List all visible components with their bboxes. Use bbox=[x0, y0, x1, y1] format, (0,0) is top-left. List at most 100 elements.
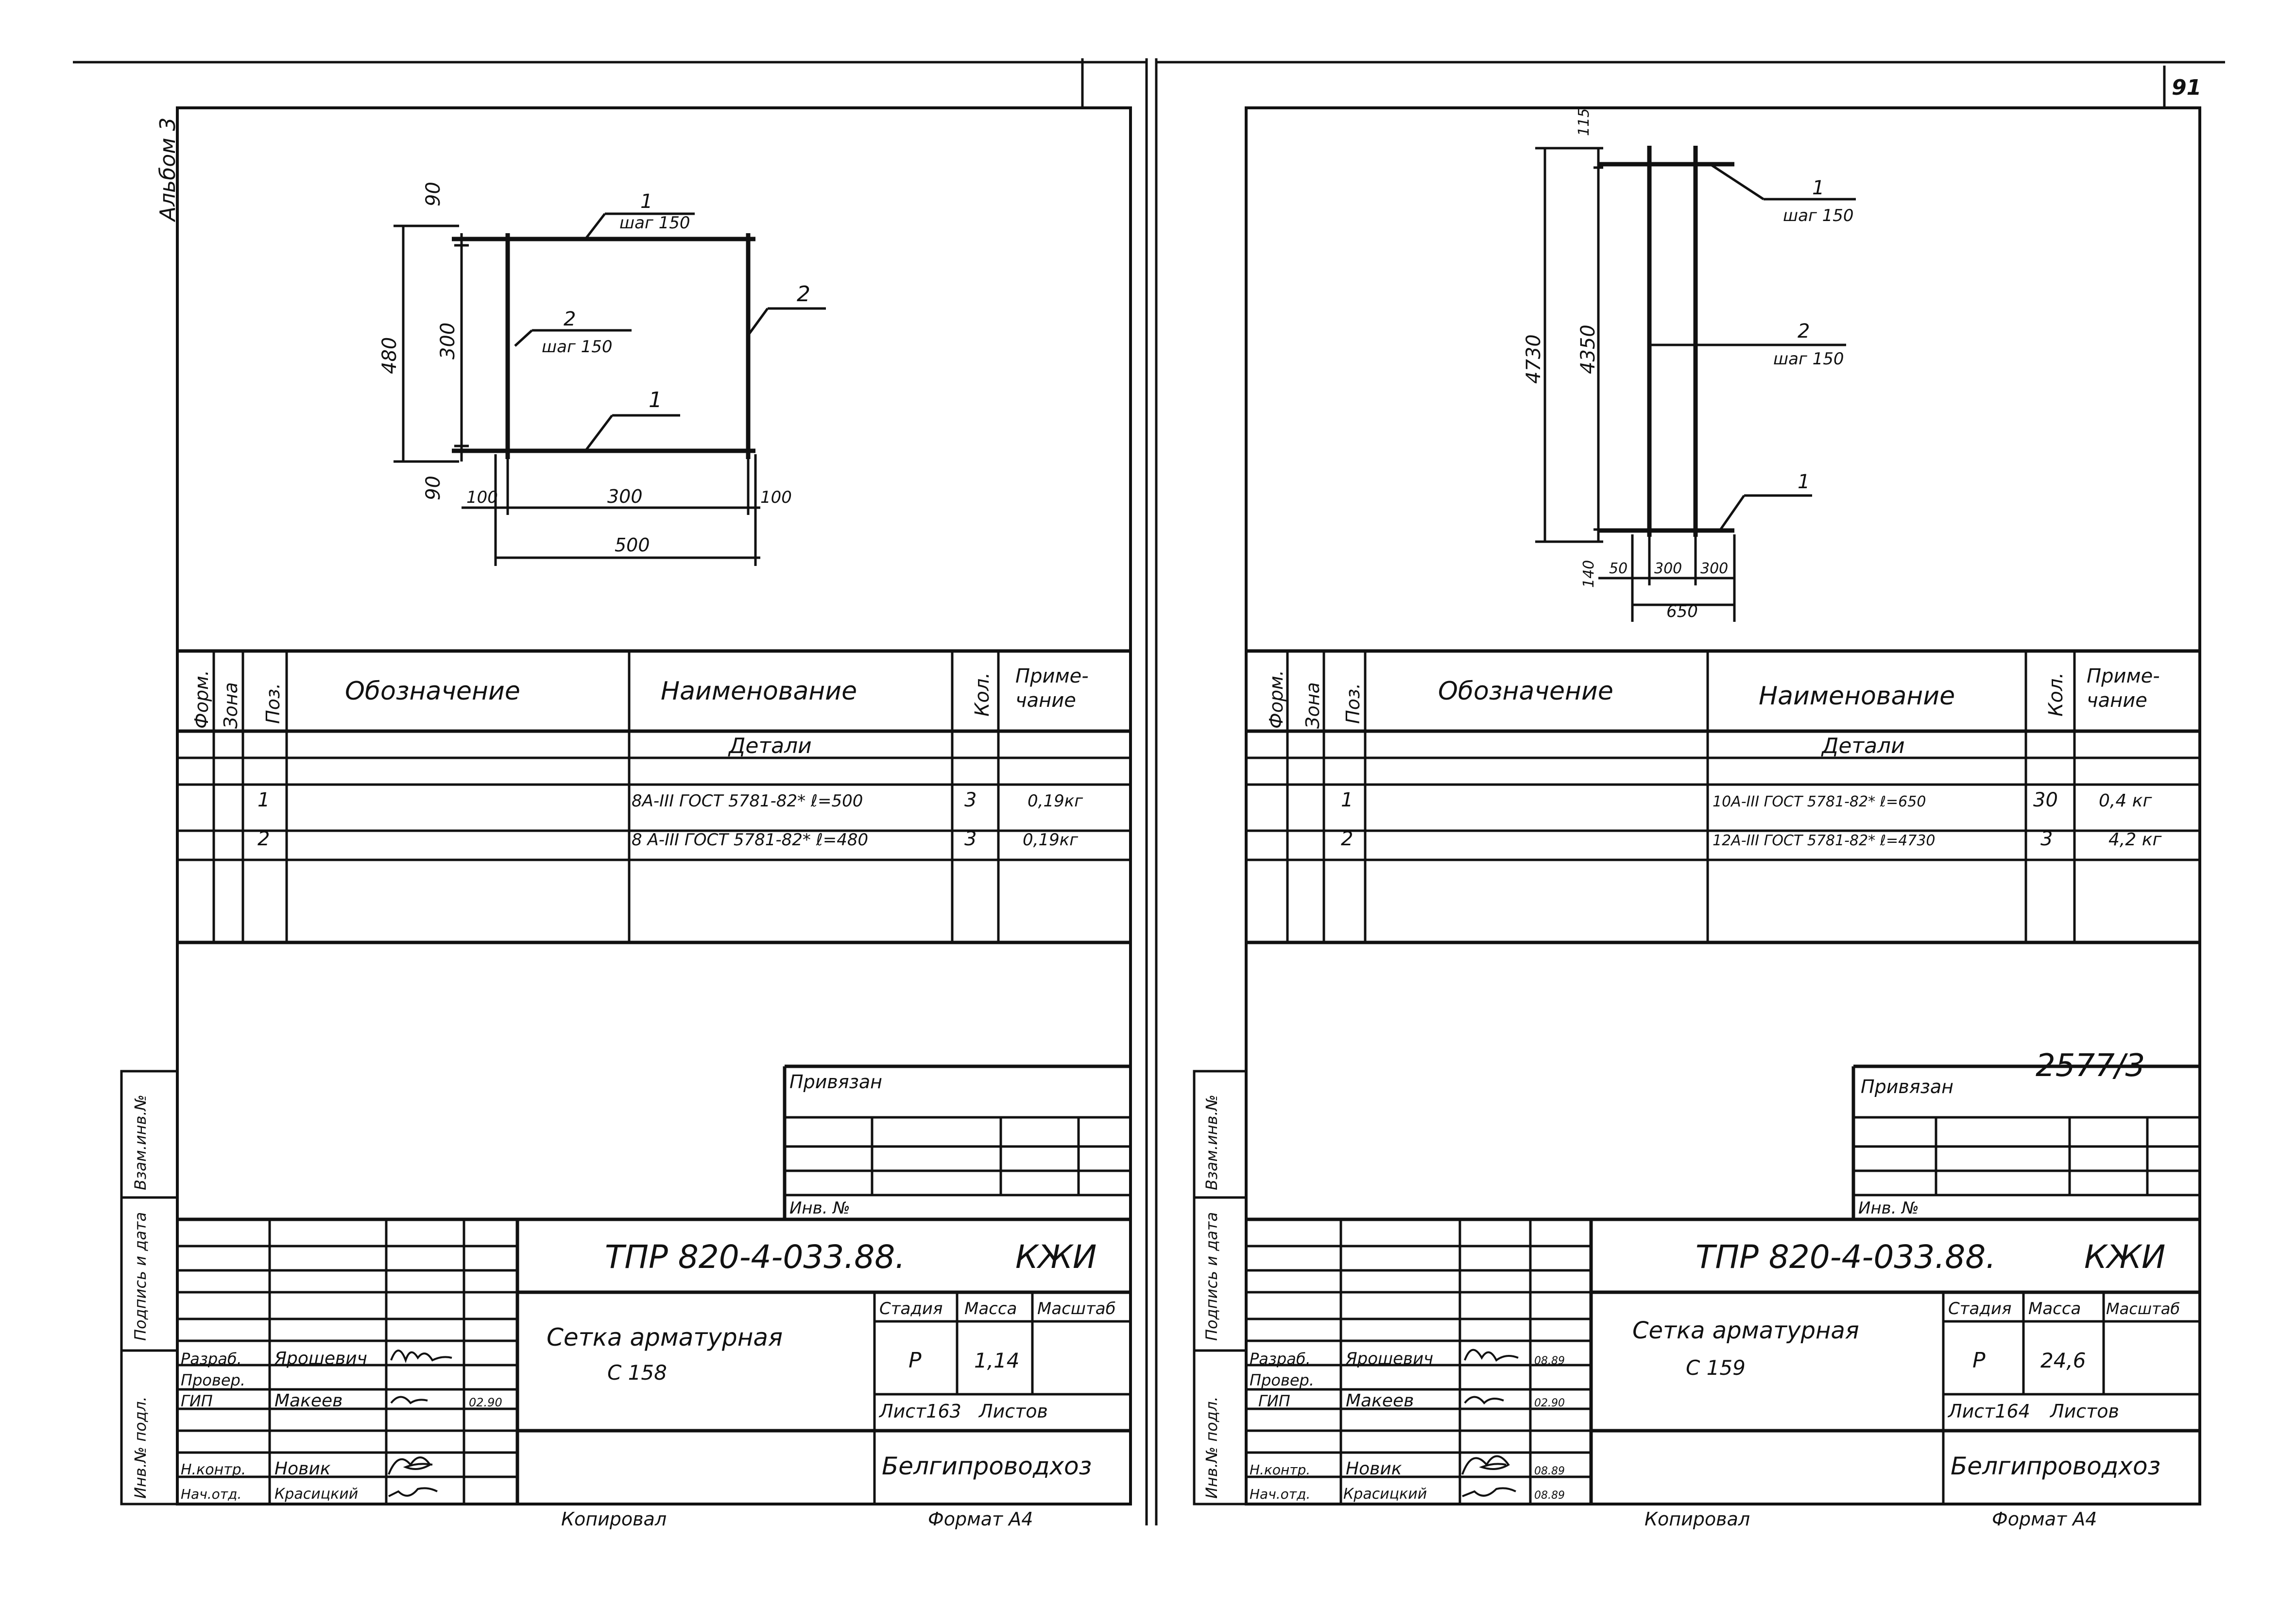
right-spec-h-designation: Обозначение bbox=[1438, 677, 1613, 706]
left-label-listov: Листов bbox=[978, 1401, 1048, 1422]
left-spec-row1-qty: 3 bbox=[964, 789, 977, 811]
right-nach-otd-date: 08.89 bbox=[1534, 1489, 1565, 1502]
left-callout-2: 2 bbox=[564, 308, 576, 330]
left-spec-section: Детали bbox=[728, 734, 812, 758]
right-callout-1-step: шаг 150 bbox=[1783, 206, 1854, 225]
left-sheet: 90 480 300 90 100 300 100 500 1 шаг 150 … bbox=[120, 118, 1131, 1530]
left-dim-bottom: 90 bbox=[422, 476, 445, 500]
right-side-inv-podl: Инв.№ подл. bbox=[1202, 1396, 1221, 1499]
left-callout-1-bottom: 1 bbox=[649, 388, 662, 412]
left-side-inv-podl: Инв.№ подл. bbox=[131, 1396, 150, 1499]
right-spec-row1-name: 10А-III ГОСТ 5781-82* ℓ=650 bbox=[1713, 793, 1926, 810]
right-label-tip: ГИП bbox=[1258, 1392, 1290, 1410]
left-dim-b2: 300 bbox=[607, 486, 643, 507]
right-dim-bottom-vertical: 140 bbox=[1580, 560, 1597, 588]
left-spec-row2-note: 0,19кг bbox=[1023, 830, 1079, 850]
left-spec-row1-note: 0,19кг bbox=[1028, 791, 1083, 811]
left-doc-suffix: КЖИ bbox=[1015, 1238, 1097, 1276]
left-title-block bbox=[120, 1070, 1131, 1505]
right-spec-h-qty: Кол. bbox=[2045, 672, 2067, 717]
right-spec-row2-qty: 3 bbox=[2040, 828, 2053, 850]
left-signatures bbox=[388, 1350, 452, 1497]
right-spec-table bbox=[1246, 649, 2200, 944]
right-spec-h-note2: чание bbox=[2087, 689, 2147, 712]
right-label-masshtab: Масштаб bbox=[2106, 1300, 2180, 1318]
right-dim-b2: 300 bbox=[1654, 560, 1682, 577]
left-callout-1-top: 1 bbox=[640, 190, 652, 213]
right-spec-row1-note: 0,4 кг bbox=[2099, 791, 2152, 811]
left-side-inv-zam: Взам.инв.№ bbox=[131, 1095, 150, 1190]
left-label-prover: Провер. bbox=[181, 1371, 245, 1389]
right-label-nkontr: Н.контр. bbox=[1250, 1462, 1310, 1478]
left-spec-row2-qty: 3 bbox=[964, 828, 977, 850]
left-dim-total-bottom: 500 bbox=[615, 534, 650, 556]
right-person-razrab: Ярошевич bbox=[1345, 1349, 1433, 1369]
right-person-tip: Макеев bbox=[1346, 1391, 1414, 1411]
left-spec-h-note2: чание bbox=[1015, 689, 1076, 712]
left-massa-value: 1,14 bbox=[974, 1349, 1020, 1372]
left-item-title-1: Сетка арматурная bbox=[547, 1323, 783, 1351]
right-label-listov: Листов bbox=[2049, 1401, 2119, 1422]
right-format: Формат А4 bbox=[1992, 1508, 2097, 1530]
right-spec-row1-pos: 1 bbox=[1341, 789, 1353, 811]
left-spec-h-name: Наименование bbox=[661, 677, 857, 706]
left-label-nach-otd: Нач.отд. bbox=[181, 1486, 241, 1502]
right-dim-top: 115 bbox=[1576, 108, 1593, 136]
left-label-stadia: Стадия bbox=[879, 1299, 942, 1318]
right-nkontr-date: 08.89 bbox=[1534, 1465, 1565, 1477]
left-label-nkontr: Н.контр. bbox=[181, 1461, 246, 1478]
right-spec-h-pos: Поз. bbox=[1342, 683, 1364, 724]
left-dim-total: 480 bbox=[378, 337, 401, 374]
page-number: 91 bbox=[2172, 75, 2201, 100]
right-tip-date: 02.90 bbox=[1534, 1397, 1565, 1409]
left-dim-b3: 100 bbox=[760, 488, 792, 507]
left-spec-row1-name: 8А-III ГОСТ 5781-82* ℓ=500 bbox=[632, 791, 863, 811]
left-person-razrab: Ярошевич bbox=[274, 1349, 367, 1369]
right-doc-code: ТПР 820-4-033.88. bbox=[1696, 1238, 1996, 1276]
left-kopiroval: Копировал bbox=[561, 1508, 667, 1530]
album-label: Альбом 3 bbox=[155, 118, 180, 222]
right-spec-row2-pos: 2 bbox=[1341, 828, 1353, 850]
left-privyazan-block bbox=[783, 1064, 1131, 1219]
left-org: Белгипроводхоз bbox=[882, 1452, 1092, 1480]
right-privyazan-block bbox=[1851, 1064, 2200, 1219]
left-tip-date: 02.90 bbox=[469, 1396, 502, 1409]
left-spec-h-designation: Обозначение bbox=[345, 677, 520, 706]
right-label-prover: Провер. bbox=[1250, 1371, 1314, 1389]
right-doc-suffix: КЖИ bbox=[2084, 1238, 2165, 1276]
left-person-nach-otd: Красицкий bbox=[274, 1486, 358, 1503]
left-callout-1-step: шаг 150 bbox=[619, 213, 690, 233]
right-dim-total-bottom: 650 bbox=[1666, 602, 1698, 621]
right-title-block bbox=[1193, 1070, 2200, 1505]
right-privyazan-label: Привязан bbox=[1861, 1076, 1953, 1097]
right-side-inv-zam: Взам.инв.№ bbox=[1202, 1095, 1221, 1190]
left-callout-2-step: шаг 150 bbox=[542, 337, 613, 357]
left-list-value: Лист163 bbox=[878, 1401, 961, 1422]
left-stadia-value: Р bbox=[908, 1348, 922, 1373]
left-label-massa: Масса bbox=[964, 1299, 1017, 1318]
right-spec-h-format: Форм. bbox=[1266, 670, 1287, 729]
left-spec-table bbox=[177, 649, 1131, 944]
left-spec-h-zone: Зона bbox=[220, 682, 241, 729]
left-spec-row1-pos: 1 bbox=[257, 789, 270, 811]
right-dim-b3: 300 bbox=[1700, 560, 1728, 577]
right-kopiroval: Копировал bbox=[1645, 1508, 1750, 1530]
right-spec-section: Детали bbox=[1821, 734, 1905, 758]
right-label-nach-otd: Нач.отд. bbox=[1250, 1486, 1310, 1502]
right-mesh-drawing bbox=[1535, 146, 1856, 622]
right-item-title-2: С 159 bbox=[1686, 1356, 1746, 1380]
left-label-tip: ГИП bbox=[181, 1392, 213, 1410]
right-item-title-1: Сетка арматурная bbox=[1632, 1317, 1859, 1344]
left-spec-h-note1: Приме- bbox=[1015, 665, 1089, 687]
left-inv-no-label: Инв. № bbox=[789, 1198, 850, 1218]
left-dim-mid: 300 bbox=[437, 323, 459, 359]
left-spec-h-format: Форм. bbox=[191, 670, 212, 729]
left-dim-top: 90 bbox=[422, 182, 445, 206]
left-format: Формат А4 bbox=[928, 1508, 1033, 1530]
left-person-tip: Макеев bbox=[274, 1391, 343, 1411]
right-person-nkontr: Новик bbox=[1346, 1459, 1402, 1479]
right-dim-mid-vertical: 4350 bbox=[1577, 325, 1599, 374]
left-spec-row2-name: 8 А-III ГОСТ 5781-82* ℓ=480 bbox=[632, 830, 868, 850]
right-callout-1-top: 1 bbox=[1812, 177, 1824, 199]
